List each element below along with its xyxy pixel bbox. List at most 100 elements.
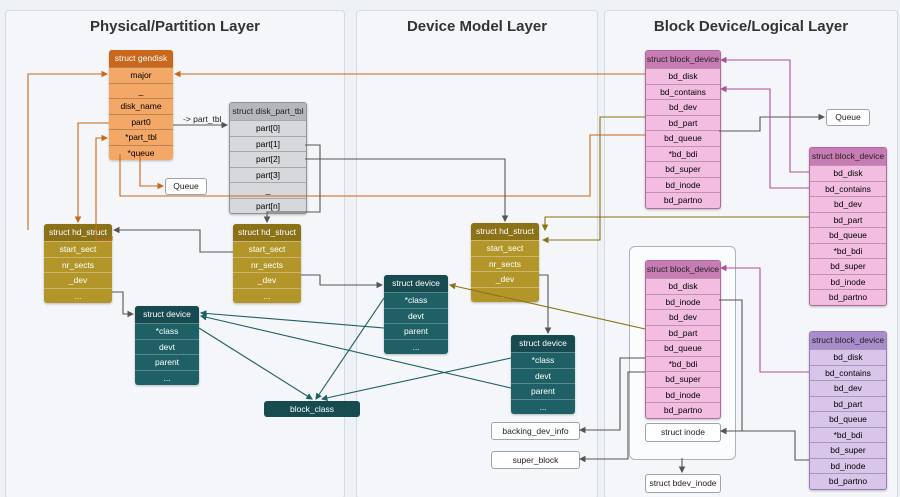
block-device-a-bd-super: bd_super: [646, 161, 720, 177]
gendisk-title: struct gendisk: [109, 50, 173, 67]
backing-dev-info-box: backing_dev_info: [491, 422, 580, 440]
block-device-b-bd-contains: bd_contains: [810, 180, 886, 197]
disk-part-tbl-field-part2: part[2]: [230, 151, 306, 167]
gendisk-field-queue: *queue: [109, 144, 173, 161]
block-device-a-title: struct block_device: [646, 51, 720, 68]
hd-struct-2: struct hd_struct start_sect nr_sects _de…: [233, 224, 301, 303]
hd-struct-1-start-sect: start_sect: [44, 241, 112, 257]
block-device-d-bd-queue: bd_queue: [810, 411, 886, 427]
block-device-d-bd-disk: bd_disk: [810, 349, 886, 365]
hd-struct-3: struct hd_struct start_sect nr_sects _de…: [471, 223, 539, 302]
queue-box-left: Queue: [165, 178, 207, 195]
block-device-b-bd-bdi: *bd_bdi: [810, 242, 886, 259]
disk-part-tbl-field-part0: part[0]: [230, 120, 306, 136]
block-device-a-bd-queue: bd_queue: [646, 130, 720, 146]
block-device-d: struct block_device bd_disk bd_contains …: [809, 331, 887, 490]
block-layer-title: Block Device/Logical Layer: [653, 18, 849, 35]
hd-struct-1-dev: _dev: [44, 272, 112, 288]
block-device-a: struct block_device bd_disk bd_contains …: [645, 50, 721, 209]
block-device-a-bd-inode: bd_inode: [646, 176, 720, 193]
hd-struct-3-title: struct hd_struct: [471, 223, 539, 240]
block-device-d-bd-part: bd_part: [810, 395, 886, 412]
super-block-box: super_block: [491, 451, 580, 469]
part-tbl-arrow-label: -> part_tbl: [183, 114, 222, 124]
device-2-title: struct device: [384, 275, 448, 292]
block-device-b-bd-queue: bd_queue: [810, 227, 886, 243]
hd-struct-1-more: ...: [44, 287, 112, 304]
hd-struct-3-nr-sects: nr_sects: [471, 255, 539, 272]
block-device-c-bd-inode: bd_inode: [646, 293, 720, 310]
device-2-class: *class: [384, 292, 448, 308]
block-device-c-bd-part: bd_part: [646, 324, 720, 341]
block-device-d-bd-super: bd_super: [810, 442, 886, 458]
gendisk-struct: struct gendisk major _ disk_name part0 *…: [109, 50, 173, 160]
block-device-b-bd-partno: bd_partno: [810, 289, 886, 305]
hd-struct-1: struct hd_struct start_sect nr_sects _de…: [44, 224, 112, 303]
block-device-b: struct block_device bd_disk bd_contains …: [809, 147, 887, 306]
device-2-devt: devt: [384, 307, 448, 324]
struct-inode-box: struct inode: [645, 423, 721, 442]
block-device-d-bd-inode: bd_inode: [810, 457, 886, 474]
hd-struct-3-more: ...: [471, 286, 539, 303]
block-device-b-bd-super: bd_super: [810, 258, 886, 274]
block-device-b-bd-dev: bd_dev: [810, 196, 886, 212]
device-1-title: struct device: [135, 306, 199, 323]
disk-part-tbl-field-partn: part[n]: [230, 197, 306, 214]
device-3-more: ...: [511, 398, 575, 415]
block-device-c-bd-queue: bd_queue: [646, 340, 720, 356]
block-class-box: block_class: [264, 401, 360, 417]
block-device-b-bd-inode: bd_inode: [810, 273, 886, 290]
block-device-b-title: struct block_device: [810, 148, 886, 165]
device-1-more: ...: [135, 369, 199, 386]
block-device-c-bd-partno: bd_partno: [646, 402, 720, 418]
disk-part-tbl-field-part3: part[3]: [230, 166, 306, 183]
block-device-c-bd-dev: bd_dev: [646, 309, 720, 325]
device-2-parent: parent: [384, 323, 448, 339]
device-1-class: *class: [135, 323, 199, 339]
block-device-d-title: struct block_device: [810, 332, 886, 349]
hd-struct-2-start-sect: start_sect: [233, 241, 301, 257]
gendisk-field-placeholder: _: [109, 82, 173, 99]
block-device-a-bd-contains: bd_contains: [646, 83, 720, 100]
gendisk-field-disk-name: disk_name: [109, 98, 173, 114]
block-device-d-bd-dev: bd_dev: [810, 380, 886, 396]
block-device-b-bd-disk: bd_disk: [810, 165, 886, 181]
hd-struct-2-title: struct hd_struct: [233, 224, 301, 241]
block-device-c-bd-bdi: *bd_bdi: [646, 355, 720, 372]
block-device-c: struct block_device bd_disk bd_inode bd_…: [645, 260, 721, 419]
device-2-more: ...: [384, 338, 448, 355]
device-struct-3: struct device *class devt parent ...: [511, 335, 575, 414]
device-struct-1: struct device *class devt parent ...: [135, 306, 199, 385]
hd-struct-1-title: struct hd_struct: [44, 224, 112, 241]
block-device-a-bd-partno: bd_partno: [646, 192, 720, 208]
bdev-inode-box: struct bdev_inode: [645, 474, 721, 493]
physical-layer-title: Physical/Partition Layer: [89, 18, 261, 35]
block-device-c-title: struct block_device: [646, 261, 720, 278]
block-device-c-bd-super: bd_super: [646, 371, 720, 387]
block-device-a-bd-disk: bd_disk: [646, 68, 720, 84]
device-3-title: struct device: [511, 335, 575, 352]
queue-box-right: Queue: [826, 109, 870, 126]
device-model-layer-title: Device Model Layer: [406, 18, 548, 35]
block-device-d-bd-bdi: *bd_bdi: [810, 426, 886, 443]
block-device-a-bd-dev: bd_dev: [646, 99, 720, 115]
device-model-layer-panel: Device Model Layer: [356, 10, 598, 497]
device-3-devt: devt: [511, 367, 575, 384]
block-device-d-bd-contains: bd_contains: [810, 364, 886, 381]
hd-struct-1-nr-sects: nr_sects: [44, 256, 112, 273]
hd-struct-2-more: ...: [233, 287, 301, 304]
hd-struct-3-start-sect: start_sect: [471, 240, 539, 256]
block-device-b-bd-part: bd_part: [810, 211, 886, 228]
device-1-parent: parent: [135, 354, 199, 370]
block-device-c-bd-disk: bd_disk: [646, 278, 720, 294]
gendisk-field-major: major: [109, 67, 173, 83]
block-device-c-bd-inode-2: bd_inode: [646, 386, 720, 403]
device-3-parent: parent: [511, 383, 575, 399]
device-3-class: *class: [511, 352, 575, 368]
hd-struct-2-dev: _dev: [233, 272, 301, 288]
gendisk-field-part-tbl: *part_tbl: [109, 129, 173, 145]
block-device-a-bd-part: bd_part: [646, 114, 720, 131]
block-device-d-bd-partno: bd_partno: [810, 473, 886, 489]
hd-struct-3-dev: _dev: [471, 271, 539, 287]
